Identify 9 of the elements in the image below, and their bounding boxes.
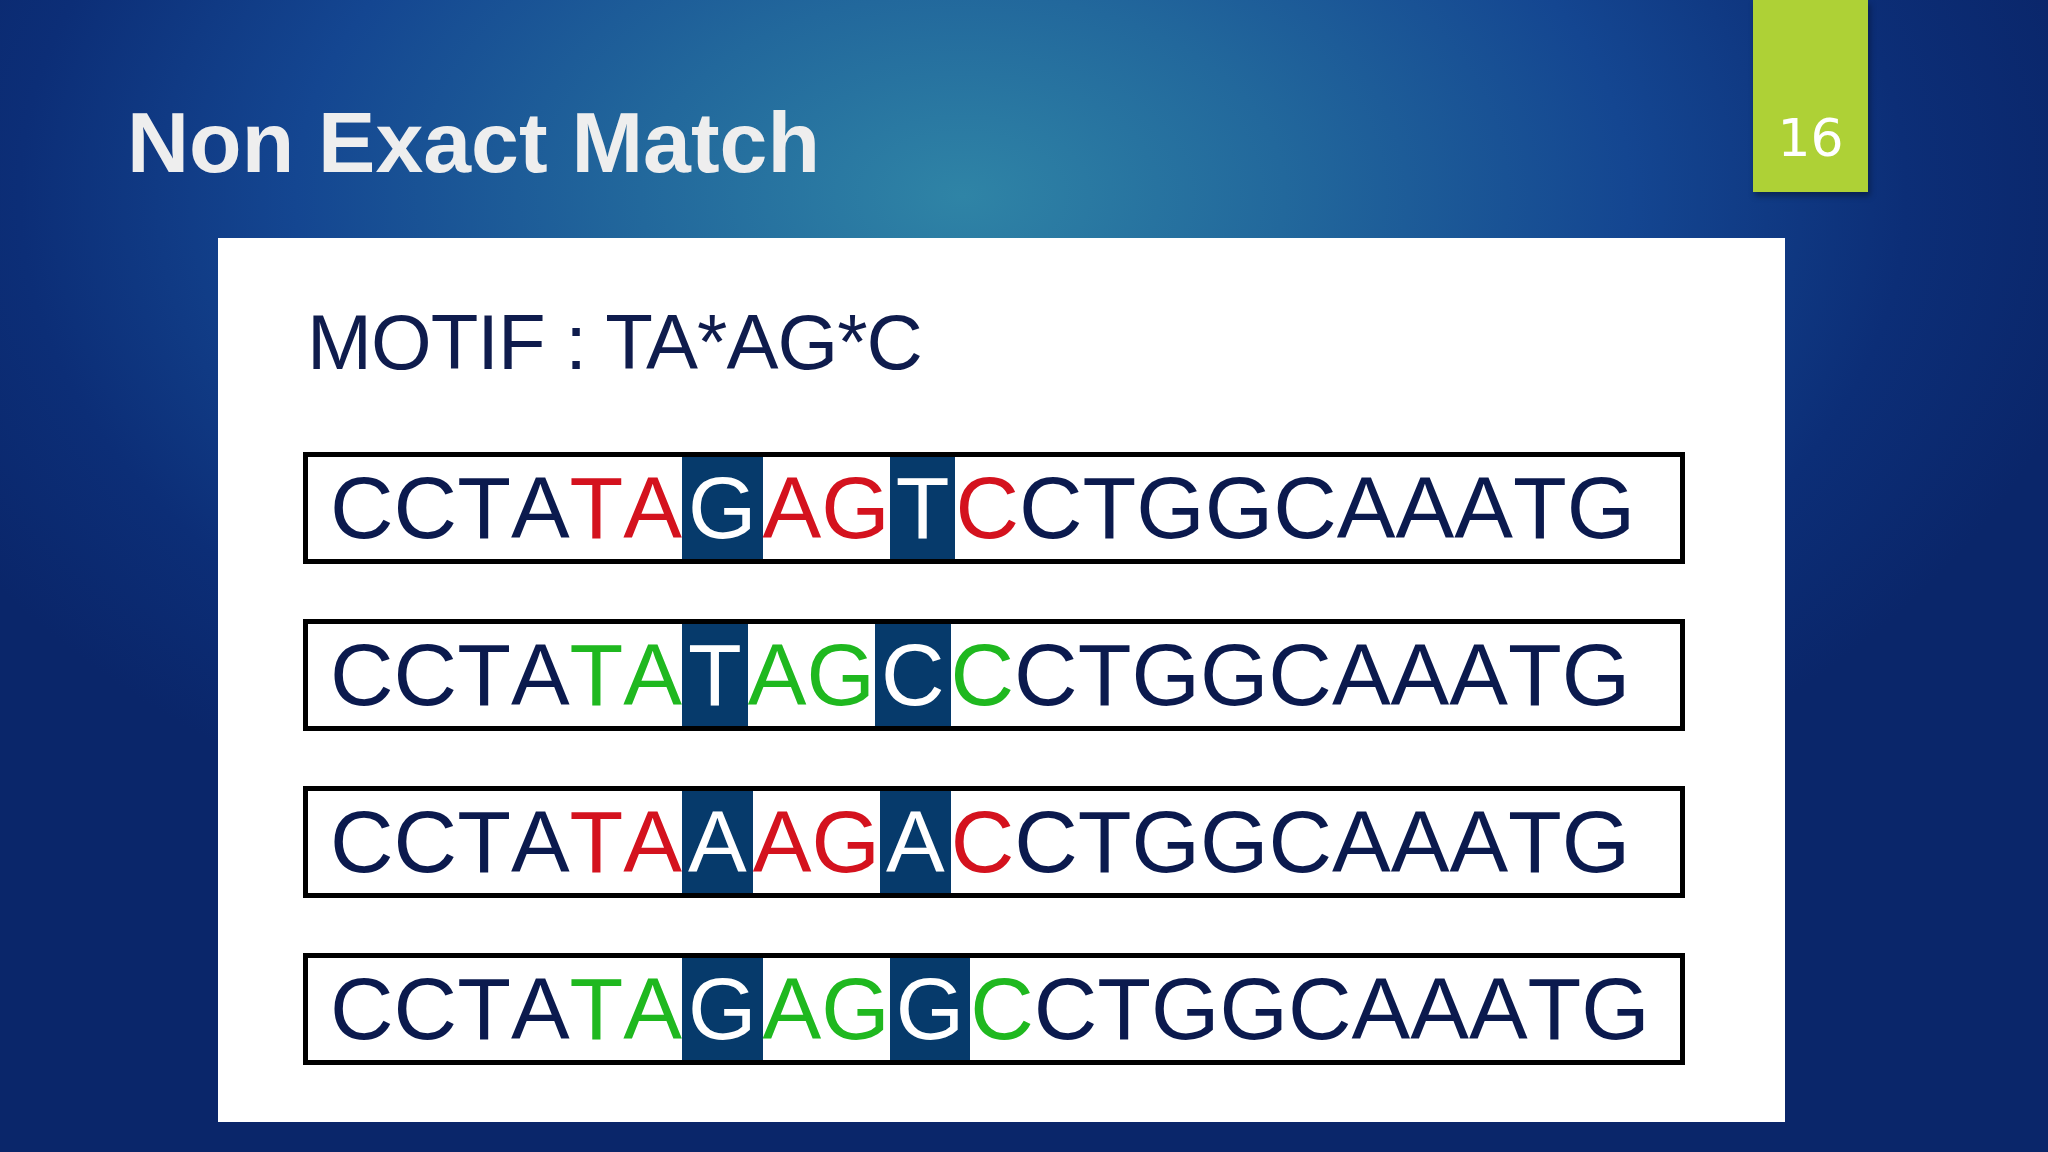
page-number-tab — [1753, 0, 1868, 192]
sequence-text: CCTATATAGCCCTGGCAAATG — [330, 624, 1631, 726]
page-number: 16 — [1776, 108, 1845, 168]
figure-panel — [218, 238, 1785, 1122]
sequence-text: CCTATAGAGTCCTGGCAAATG — [330, 457, 1636, 559]
sequence-text: CCTATAAAGACCTGGCAAATG — [330, 791, 1631, 893]
slide-title: Non Exact Match — [127, 93, 820, 192]
motif-text: MOTIF : TA*AG*C — [307, 297, 922, 388]
sequence-text: CCTATAGAGGCCTGGCAAATG — [330, 958, 1650, 1060]
